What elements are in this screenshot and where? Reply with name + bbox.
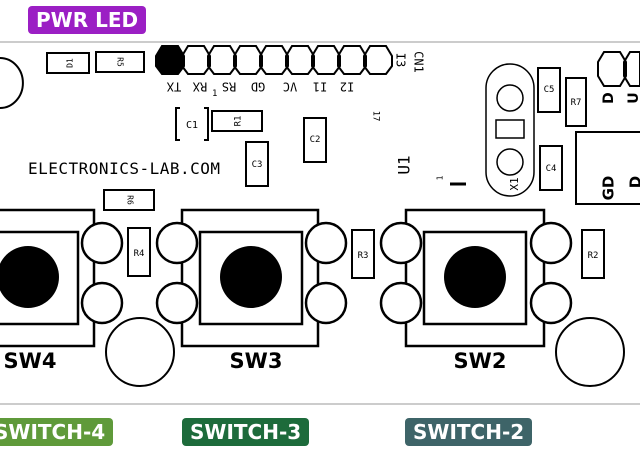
cn1-pin-7 [311,45,341,75]
r3-footprint [351,229,375,279]
c2-footprint [303,117,327,163]
sw3-pad-3 [304,221,348,265]
sw4-inner [0,230,80,326]
sw2-button [444,246,506,308]
sw2-pad-1 [379,221,423,265]
d1-label: D1 [66,58,75,68]
sw4-label: SW4 [4,349,57,373]
switch-2-tag: SWITCH-2 [405,418,533,446]
pin-label-i2: I2 [340,80,354,94]
c2-label: C2 [310,135,321,145]
r6-label: R6 [126,195,135,205]
d1-footprint [46,52,90,74]
sw4-button [0,246,59,308]
pin-labels: TX RX RS GD VC I1 I2 [166,80,354,94]
right-header-outline [575,131,640,205]
sw3-pad-4 [304,281,348,325]
sw2-footprint [379,208,625,387]
d-top-label: D [601,92,617,104]
r2-footprint [581,229,605,279]
pwr-led-tag: PWR LED [28,6,147,34]
cn1-pin-9 [363,45,393,75]
cn1-connector [155,45,393,75]
pin-label-rs: RS [222,80,236,94]
pin-label-rx: RX [192,80,207,94]
r7-footprint [565,77,587,127]
sw4-outline [0,208,96,348]
cn1-pin-2 [181,45,211,75]
sw3-inner [198,230,304,326]
sw3-outline [180,208,320,348]
u-top-label: U [626,92,640,103]
pin17-mark: 17 [371,111,381,122]
sw4-pad-1 [80,221,124,265]
i3-pin-label: I3 [394,53,408,67]
cn1-label: CN1 [412,51,426,73]
switch-3-tag: SWITCH-3 [182,418,310,446]
sw4-footprint [0,208,175,387]
x1-pad-top [496,84,524,112]
sw2-inner [422,230,528,326]
r4-footprint [127,227,151,277]
x1-label: X1 [508,177,521,190]
u1-label: U1 [395,155,414,174]
gd-label: GD [600,176,618,201]
pin-label-gd: GD [251,80,265,94]
c5-label: C5 [544,85,555,95]
r5-footprint [95,51,145,73]
sw2-pad-2 [379,281,423,325]
sw3-label: SW3 [230,349,283,373]
r5-label: R5 [116,57,125,67]
c4-footprint [539,145,563,191]
sw2-mount-hole [555,317,625,387]
right-connector-pin [597,51,627,87]
r3-label: R3 [358,251,369,261]
right-connector-pin-2 [623,51,640,87]
c3-footprint [245,141,269,187]
c1-bracket [175,107,209,141]
c1-label: C1 [186,120,198,131]
sw3-button [220,246,282,308]
pin-label-tx: TX [166,80,181,94]
pin-label-i1: I1 [313,80,327,94]
cn1-pin-4 [233,45,263,75]
sw3-pad-2 [155,281,199,325]
pin1-mark: 1 [212,89,217,99]
sw2-outline [404,208,546,348]
pin-label-vc: VC [283,80,297,94]
sw3-pad-1 [155,221,199,265]
cn1-pin-3 [207,45,237,75]
x1-body [495,119,525,139]
cn1-pin-6 [285,45,315,75]
r2-label: R2 [588,251,599,261]
sw2-pad-3 [529,221,573,265]
sw4-pad-2 [80,281,124,325]
x1-outline [485,63,535,197]
c4-label: C4 [546,164,557,174]
d-right-label: D [627,176,640,188]
r4-label: R4 [134,249,145,259]
r7-label: R7 [571,98,582,108]
u1-pin1-mark: 1 [436,175,445,180]
sw2-pad-4 [529,281,573,325]
sw4-mount-hole [105,317,175,387]
r6-footprint [103,189,155,211]
cn1-pin-5 [259,45,289,75]
brand-text: ELECTRONICS-LAB.COM [28,159,221,178]
r1-label: R1 [234,116,244,127]
switch-4-tag: SWITCH-4 [0,418,114,446]
sw3-footprint [155,208,348,348]
c5-footprint [537,67,561,113]
r1-footprint [211,110,263,132]
sw2-label: SW2 [454,349,507,373]
led-outline-partial [0,57,24,109]
cn1-pin-1 [155,45,185,75]
cn1-pin-8 [337,45,367,75]
x1-pad-bottom [496,148,524,176]
c3-label: C3 [252,160,263,170]
